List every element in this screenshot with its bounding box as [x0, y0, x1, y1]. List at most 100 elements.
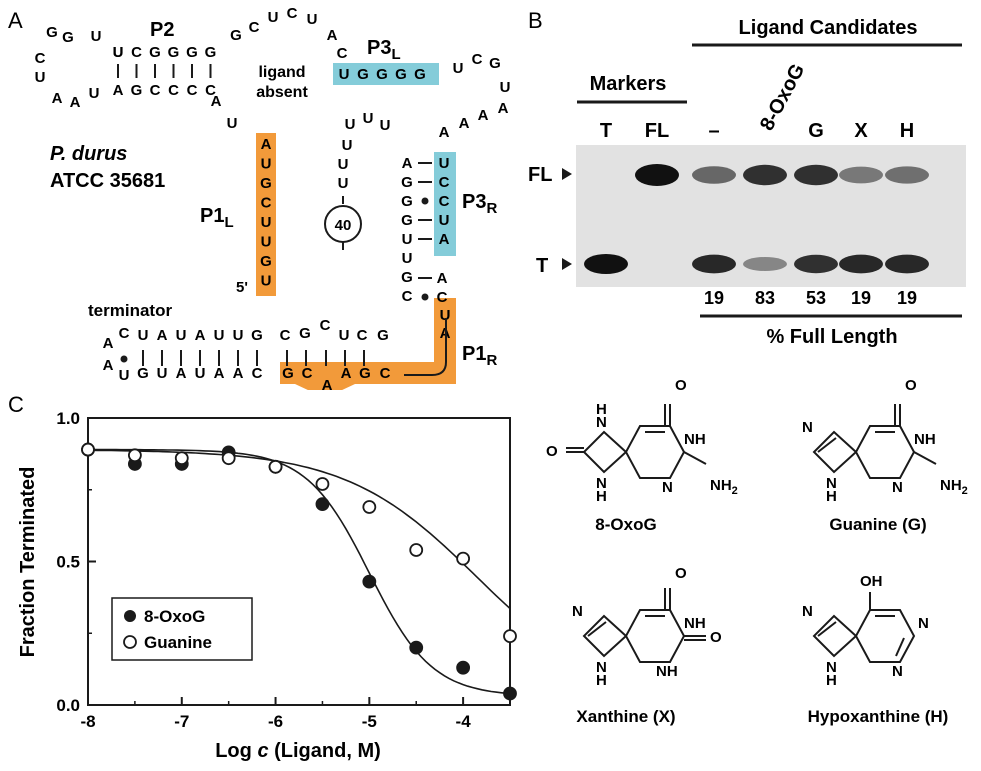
t-arrow-icon	[562, 258, 572, 270]
x-tick-label: -8	[80, 712, 95, 731]
structure-hypoxanthine	[812, 592, 916, 663]
p3r-highlight	[434, 152, 456, 256]
band-t	[794, 254, 838, 274]
percent-value: 53	[806, 288, 826, 308]
molecule-name-hypoxanthine: Hypoxanthine (H)	[808, 707, 949, 726]
term-top-base: A	[157, 327, 168, 344]
percent-value: 19	[704, 288, 724, 308]
atom-oxog-n7: N	[596, 414, 607, 431]
p2-bot-base: C	[187, 82, 198, 99]
p2-top-base: G	[149, 44, 161, 61]
term-top-base: G	[251, 327, 263, 344]
p1l-base: A	[261, 136, 272, 153]
band-fl	[839, 166, 883, 184]
p3-loop-base: A	[478, 107, 489, 124]
lane-label: –	[708, 120, 719, 142]
lane-label: X	[854, 120, 868, 142]
percent-value: 19	[851, 288, 871, 308]
term-bot-base: U	[119, 367, 130, 384]
marker-40-label: 40	[335, 217, 352, 234]
term-bot-base: A	[103, 357, 114, 374]
p3r-right-base: C	[437, 289, 448, 306]
p1r-highlight	[280, 298, 456, 390]
atom-oxog-h7: H	[596, 401, 607, 418]
label-absent: absent	[256, 84, 308, 101]
p2-bot-base: C	[168, 82, 179, 99]
term-bot-base: G	[359, 365, 371, 382]
legend-marker-guanine	[123, 635, 137, 649]
p2-top-base: U	[113, 44, 124, 61]
strain-name: ATCC 35681	[50, 170, 165, 192]
data-point-guanine	[315, 477, 330, 491]
y-tick-label: 1.0	[56, 409, 80, 428]
term-bot-base: C	[380, 365, 391, 382]
atom-x-n1: NH	[684, 615, 706, 632]
p2-bot-base: C	[150, 82, 161, 99]
p3r-left-base: G	[401, 212, 413, 229]
term-bot-base: U	[157, 365, 168, 382]
p2-top-base: G	[205, 44, 217, 61]
p3r-left-base: G	[401, 193, 413, 210]
x-tick-label: -6	[268, 712, 283, 731]
data-point-oxog	[362, 574, 377, 589]
plot-frame	[87, 417, 511, 706]
term-bot-base: A	[322, 377, 333, 390]
p3r-base: U	[439, 155, 450, 172]
p2-loop-base: G	[62, 29, 74, 46]
atom-oxog-n1: NH	[684, 431, 706, 448]
p3r-left-base: A	[402, 155, 413, 172]
j2-3-base: A	[327, 27, 338, 44]
label-p1l: P1L	[200, 205, 234, 231]
p2-top-base: G	[186, 44, 198, 61]
p3r-base: U	[439, 212, 450, 229]
band-t	[885, 254, 929, 274]
atom-h-oh: OH	[860, 573, 883, 590]
fl-arrow-icon	[562, 168, 572, 180]
label-p3r: P3R	[462, 191, 497, 217]
loop40-base: U	[338, 175, 349, 192]
term-top-base: C	[119, 325, 130, 342]
term-bot-base: A	[176, 365, 187, 382]
p3r-base: A	[439, 231, 450, 248]
lane-label: H	[900, 120, 914, 142]
molecule-name-guanine: Guanine (G)	[829, 515, 926, 534]
term-top-base: A	[195, 327, 206, 344]
p3r-left-base: C	[402, 288, 413, 305]
term-top-base: U	[214, 327, 225, 344]
lane-label: G	[808, 120, 824, 142]
loop40-base: U	[363, 110, 374, 127]
percent-label: % Full Length	[766, 326, 897, 348]
p3-loop-base: A	[498, 100, 509, 117]
p3l-base: G	[395, 66, 407, 83]
p2-loop-base: A	[70, 94, 81, 111]
fit-curves	[88, 448, 511, 695]
ligand-candidates-header: Ligand Candidates	[739, 17, 918, 39]
p3r-left-base: G	[401, 269, 413, 286]
term-top-base: G	[377, 327, 389, 344]
x-tick-label: -4	[456, 712, 472, 731]
loop40-base: U	[345, 116, 356, 133]
label-p1r: P1R	[462, 343, 497, 369]
p1l-base: G	[260, 175, 272, 192]
molecule-name-xanthine: Xanthine (X)	[576, 707, 675, 726]
markers-header: Markers	[590, 73, 667, 95]
atom-oxog-h9: H	[596, 488, 607, 505]
legend-marker-oxog	[124, 610, 136, 622]
p3l-base: G	[376, 66, 388, 83]
terminator-label: terminator	[88, 301, 172, 320]
percent-value: 19	[897, 288, 917, 308]
p2-loop-base: U	[91, 28, 102, 45]
link-base: A	[211, 93, 222, 110]
data-point-oxog	[315, 497, 330, 511]
p3-loop-base: A	[459, 115, 470, 132]
atom-x-n9: N	[596, 659, 607, 676]
p3r-base: C	[439, 174, 450, 191]
x-axis-label: Log c (Ligand, M)	[215, 740, 381, 762]
term-top-base: C	[320, 317, 331, 334]
band-fl	[794, 164, 838, 186]
p3-loop-base: C	[472, 51, 483, 68]
legend: 8-OxoG Guanine	[111, 597, 253, 661]
p2-bot-base: G	[131, 82, 143, 99]
j2-3-base: C	[337, 45, 348, 62]
